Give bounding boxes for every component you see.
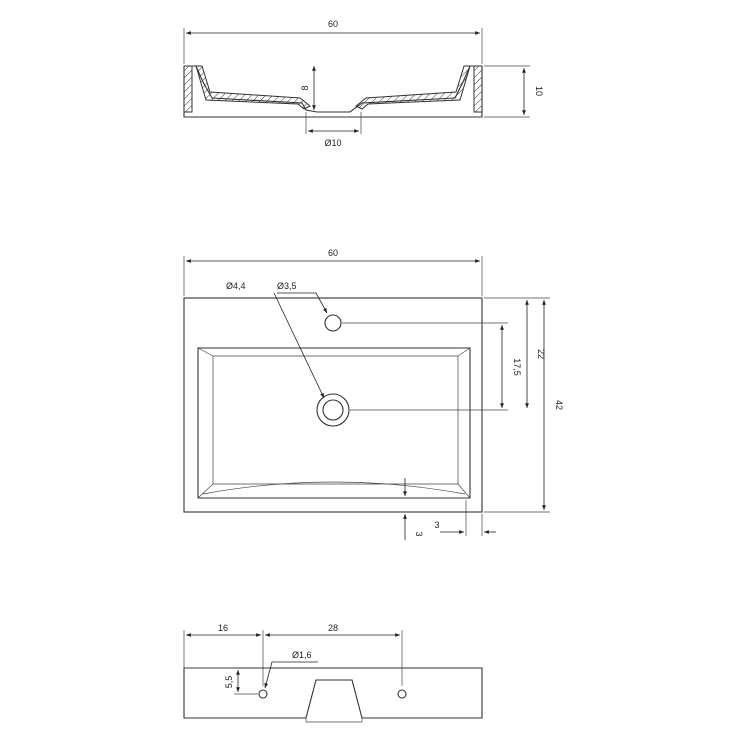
right-bowl-hatch [355,65,471,110]
small-hole-leader [264,661,318,689]
height-label: 10 [534,86,544,96]
right-wall-hatch [473,65,483,113]
drain-from-back-label: 22 [536,349,546,359]
basin-outline [183,297,483,513]
left-wall-hatch [183,65,193,113]
back-view: 16 28 Ø1,6 5,5 [183,623,483,723]
bowl-corner-tr [457,347,471,357]
drain-hole-inner [322,399,344,421]
left-bowl-hatch [195,65,311,110]
tap-leader-line [277,292,328,314]
left-offset-label: 16 [218,623,228,633]
overflow-hole-left [258,689,268,699]
drain-diameter-label: Ø10 [324,138,341,148]
depth-label: 8 [300,85,310,90]
width-label: 60 [328,19,338,29]
front-rim-label: 3 [414,531,424,536]
bowl-corner-br [457,483,471,499]
side-rim-label: 3 [434,520,439,530]
drain-hole-diameter-label: Ø4,4 [226,281,246,291]
bowl-rim-curve [202,481,466,495]
tap-hole [324,314,342,332]
basin-section-outline [183,65,483,118]
plan-view: 60 Ø4,4 Ø3,5 17,5 22 42 [183,248,564,540]
drain-hole-outer [316,393,350,427]
drain-leader-line [273,292,325,399]
plan-width-label: 60 [328,248,338,258]
small-hole-diameter-label: Ø1,6 [292,650,312,660]
bowl-corner-tl [197,347,214,357]
spacing-label: 28 [328,623,338,633]
bowl-outer-edge [197,347,471,499]
back-body-outline [183,667,483,719]
overflow-hole-right [397,689,407,699]
tap-to-drain-label: 17,5 [512,358,522,376]
plan-depth-label: 42 [554,400,564,410]
bowl-corner-bl [197,483,214,499]
hole-height-label: 5,5 [224,676,234,689]
section-view: 60 8 10 Ø10 [183,19,544,148]
tap-hole-diameter-label: Ø3,5 [277,281,297,291]
